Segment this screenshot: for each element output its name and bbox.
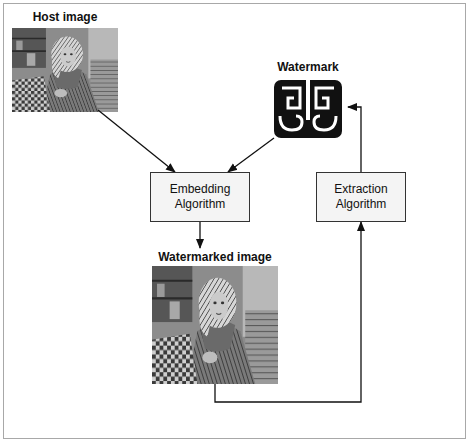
watermarked-photo <box>152 266 278 384</box>
host-photo <box>12 28 118 112</box>
image-area <box>268 76 348 138</box>
watermark-logo <box>274 80 342 138</box>
box-label: Extraction Algorithm <box>323 182 399 212</box>
box-label: Embedding Algorithm <box>157 182 243 212</box>
frame <box>4 4 466 439</box>
image-area <box>152 266 278 384</box>
image-node: Watermark <box>268 58 348 138</box>
image-caption: Host image <box>12 8 118 26</box>
flow-arrow <box>348 107 361 172</box>
process-box: Extraction Algorithm <box>316 172 406 222</box>
flow-arrow <box>98 110 175 172</box>
flow-arrow <box>199 222 200 248</box>
image-caption: Watermarked image <box>152 248 278 266</box>
image-node: Watermarked image <box>152 248 278 384</box>
process-box: Embedding Algorithm <box>150 172 250 222</box>
flow-arrow <box>228 138 274 172</box>
image-area <box>12 26 118 110</box>
image-node: Host image <box>12 8 118 110</box>
flow-arrow <box>215 222 361 402</box>
image-caption: Watermark <box>268 58 348 76</box>
